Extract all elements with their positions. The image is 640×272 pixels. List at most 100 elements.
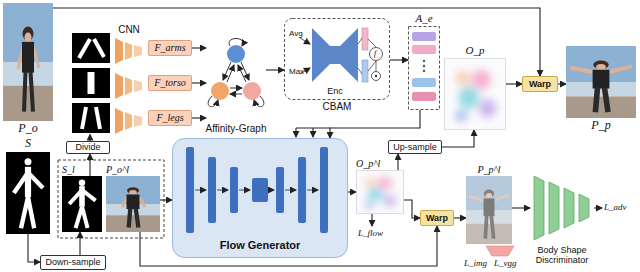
- figure-shape: [79, 180, 85, 186]
- figure-shape: [375, 75, 377, 77]
- figure-shape: [3, 86, 53, 121]
- silhouette-node: S_l: [62, 176, 102, 232]
- connector: [397, 154, 398, 170]
- connector: [89, 154, 90, 176]
- figure-shape: [320, 147, 328, 233]
- node-label: Down-sample: [45, 257, 100, 267]
- photo-art: [106, 176, 160, 232]
- figure-shape: [115, 73, 123, 99]
- figure-shape: [479, 99, 496, 118]
- figure-shape: [409, 27, 440, 110]
- photo-node: P_p^l: [466, 176, 512, 244]
- connector: [192, 117, 206, 118]
- connector: [512, 207, 530, 208]
- vgg-symbol: [486, 246, 514, 256]
- node-label: Divide: [75, 142, 100, 152]
- figure-shape: [115, 38, 123, 64]
- figure-shape: [115, 108, 123, 134]
- figure-shape: [423, 60, 425, 62]
- loss-label: L_flow: [358, 228, 383, 238]
- node-label: Warp: [426, 213, 448, 223]
- figure-shape: [230, 167, 238, 213]
- connector: [442, 130, 474, 147]
- node-label: S_l: [62, 164, 75, 176]
- divide-box: Divide: [66, 141, 110, 154]
- connector: [79, 232, 80, 255]
- legs-mask: [72, 103, 110, 133]
- figure-shape: [211, 82, 229, 100]
- figure-shape: [376, 61, 377, 71]
- figure-shape: [458, 87, 479, 109]
- pool-label: Avg: [289, 29, 303, 38]
- connector: [348, 191, 356, 192]
- resample-box: Up-sample: [388, 140, 442, 154]
- node-label: Up-sample: [393, 142, 437, 152]
- node-label: Body Shape Discriminator: [524, 245, 600, 266]
- node-label: P_p: [591, 119, 610, 133]
- figure-shape: [368, 39, 376, 47]
- figure-shape: [312, 28, 358, 82]
- figure-shape: [230, 88, 242, 89]
- figure-shape: [605, 88, 609, 112]
- figure-shape: [365, 201, 375, 209]
- node-label: O_p^l: [356, 158, 380, 170]
- figure-shape: [6, 152, 50, 234]
- figure-shape: [412, 45, 436, 54]
- node-label: O_p: [466, 44, 485, 57]
- figure-shape: [223, 62, 231, 80]
- encoder-block: Enc: [312, 24, 358, 96]
- figure-shape: [62, 176, 102, 232]
- figure-shape: [134, 80, 142, 92]
- figure-shape: [229, 39, 243, 47]
- node-label: CNN: [118, 24, 140, 36]
- node-label: Affinity-Graph: [206, 123, 267, 135]
- warp-box: Warp: [420, 210, 454, 226]
- figure-shape: [372, 72, 381, 81]
- figure-shape: [445, 59, 506, 130]
- figure-shape: [22, 42, 34, 73]
- loss-label: L_adv: [604, 202, 627, 212]
- flow-art: [356, 170, 404, 214]
- figure-shape: [307, 190, 318, 191]
- figure-shape: [217, 190, 228, 191]
- arms-mask-limb: [94, 39, 104, 57]
- figure-shape: [455, 70, 496, 123]
- figure-shape: [370, 48, 383, 61]
- connector: [192, 47, 206, 48]
- figure-shape: [208, 157, 216, 223]
- photo2-art: [566, 46, 636, 118]
- figure-shape: [129, 209, 131, 228]
- flow-generator: Flow Generator: [172, 138, 348, 258]
- node-label: F_torso: [154, 77, 186, 89]
- connector: [266, 69, 284, 70]
- legs-mask-limb: [96, 107, 100, 129]
- legs-mask-limb: [82, 107, 86, 129]
- figure-shape: [423, 65, 425, 67]
- photo-node: P_p: [566, 46, 636, 118]
- loss-label: L_img: [464, 258, 487, 268]
- figure-shape: [593, 60, 608, 69]
- node-label: Enc: [327, 86, 343, 96]
- attention-stack: A_e: [408, 26, 440, 110]
- figure-shape: [593, 70, 610, 89]
- figure-shape: [412, 92, 436, 101]
- figure-shape: [455, 109, 467, 122]
- sil-art: [6, 152, 50, 234]
- figure-shape: [564, 188, 574, 228]
- connector: [506, 83, 522, 84]
- figure-shape: [125, 77, 132, 95]
- arms-mask: [72, 33, 110, 63]
- figure-shape: [227, 45, 245, 63]
- figure-shape: [195, 190, 206, 191]
- resample-box: Down-sample: [40, 255, 106, 270]
- figure-shape: [25, 33, 32, 42]
- figure-shape: [269, 190, 274, 191]
- figure-shape: [383, 195, 396, 206]
- figure-shape: [471, 70, 491, 90]
- figure-shape: [136, 209, 139, 228]
- attention-drop: [312, 128, 313, 137]
- figure-shape: [186, 147, 194, 233]
- figure-shape: [28, 197, 34, 228]
- figure-shape: [285, 19, 390, 100]
- torso-mask: [72, 68, 110, 98]
